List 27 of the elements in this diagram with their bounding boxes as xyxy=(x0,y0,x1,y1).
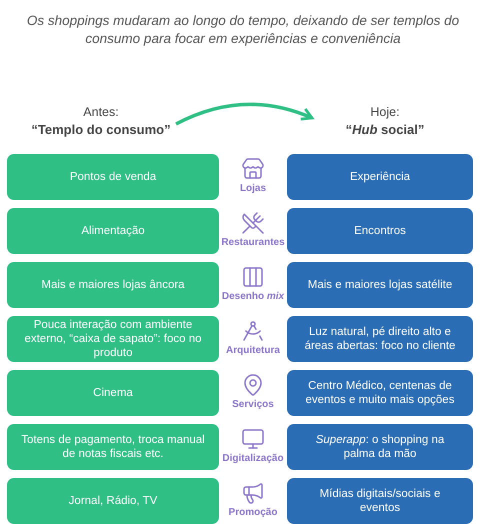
today-box: Experiência xyxy=(287,154,473,200)
before-box: Totens de pagamento, troca manual de notas fiscais etc. xyxy=(7,424,219,470)
title: Os shoppings mudaram ao longo do tempo, deixando de ser templos do consumo para focar em experiências e conveniência xyxy=(26,12,460,48)
column-heading: “Hub social” xyxy=(346,121,424,138)
category-label: Lojas xyxy=(240,183,266,195)
column-heading: Hoje: xyxy=(370,104,400,121)
before-box: Mais e maiores lojas âncora xyxy=(7,262,219,308)
before-box: Pontos de venda xyxy=(7,154,219,200)
column-heading: Antes: xyxy=(83,104,119,121)
today-box: Luz natural, pé direito alto e áreas abertas: foco no cliente xyxy=(287,316,473,362)
category-label: Restaurantes xyxy=(221,237,285,249)
today-box: Superapp: o shopping na palma da mão xyxy=(287,424,473,470)
before-box: Pouca interação com ambiente externo, “caixa de sapato”: foco no produto xyxy=(7,316,219,362)
before-box: Cinema xyxy=(7,370,219,416)
today-box: Mais e maiores lojas satélite xyxy=(287,262,473,308)
category-label: Digitalização xyxy=(222,453,284,465)
today-box: Centro Médico, centenas de eventos e muito mais opções xyxy=(287,370,473,416)
category-label: Arquitetura xyxy=(226,345,280,357)
today-box: Encontros xyxy=(287,208,473,254)
curved-arrow xyxy=(175,102,314,126)
category-label: Promoção xyxy=(228,507,278,519)
before-box: Alimentação xyxy=(7,208,219,254)
before-box: Jornal, Rádio, TV xyxy=(7,478,219,524)
column-heading: “Templo do consumo” xyxy=(31,121,171,138)
today-box: Mídias digitais/sociais e eventos xyxy=(287,478,473,524)
category-label: Desenho mix xyxy=(222,291,284,303)
category-label: Serviços xyxy=(232,399,274,411)
